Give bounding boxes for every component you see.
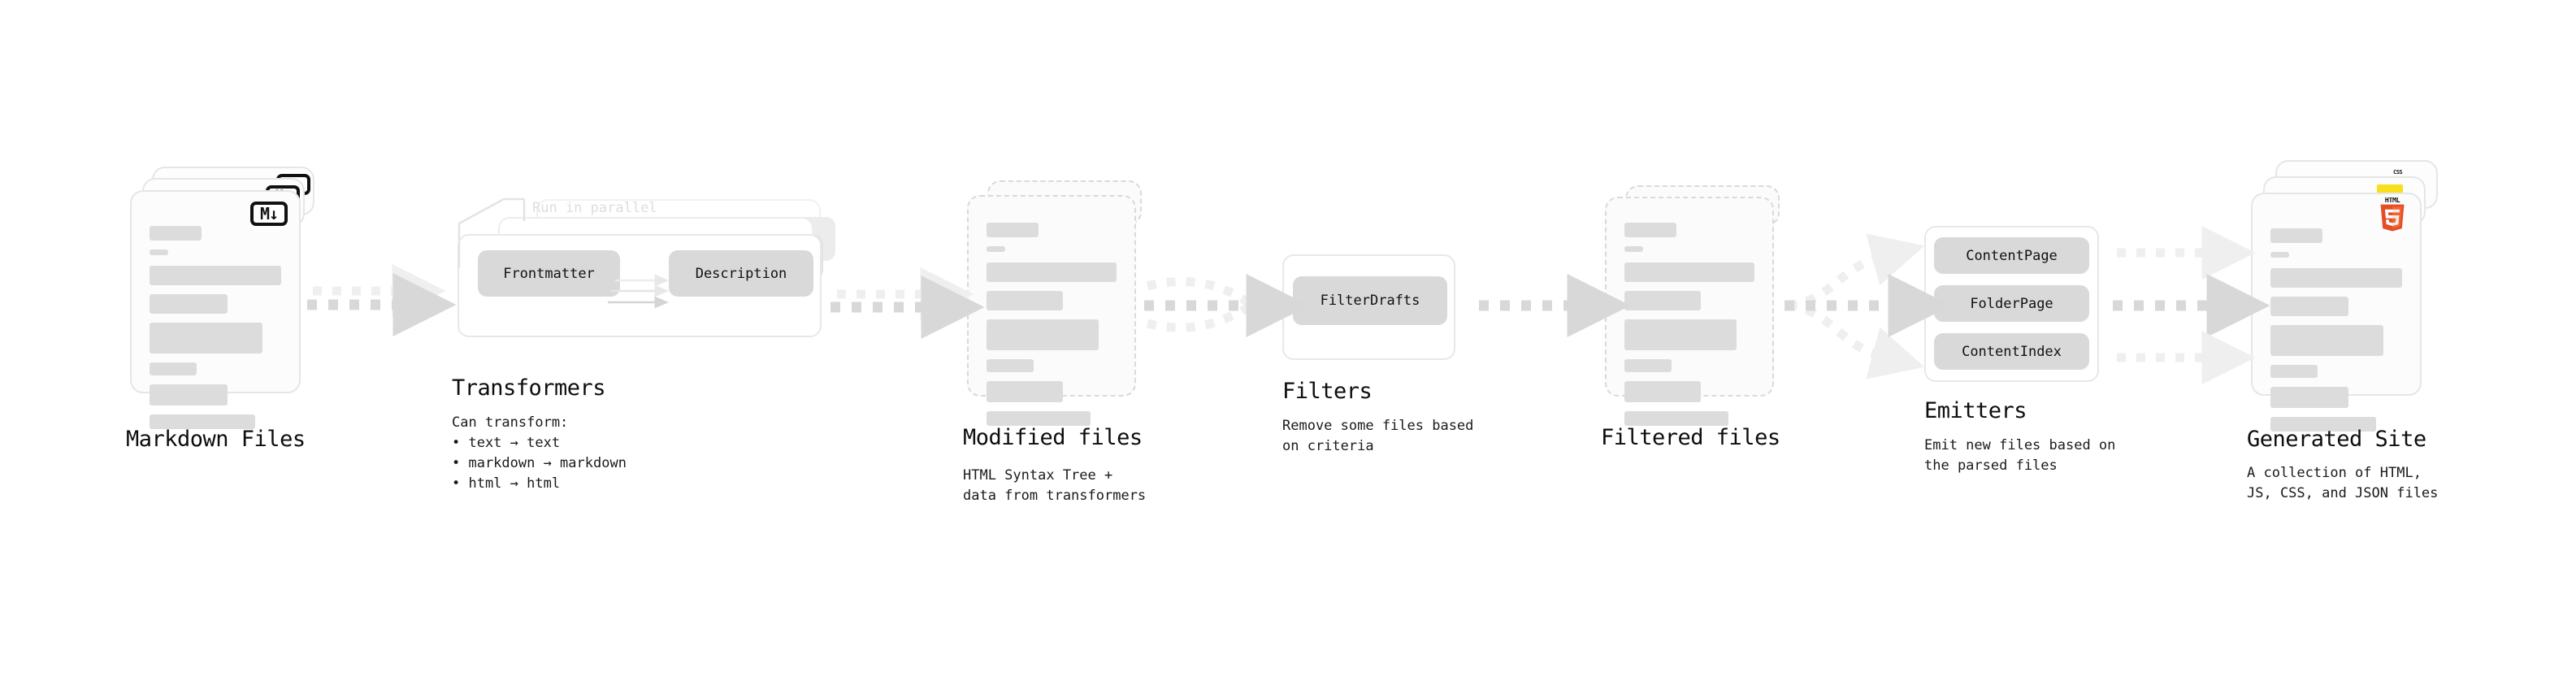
connector-modified-to-filters — [1144, 274, 1310, 337]
content-bar — [150, 294, 228, 314]
modified-file-content — [987, 223, 1117, 435]
content-bar — [150, 249, 168, 255]
content-bar — [2270, 325, 2384, 356]
content-bar — [150, 384, 228, 406]
label-markdown-files: Markdown Files — [126, 427, 306, 452]
content-bar — [987, 262, 1117, 282]
emitter-pill-contentpage[interactable]: ContentPage — [1934, 237, 2089, 274]
content-bar — [150, 323, 263, 354]
connector-emitters-to-generated — [2113, 226, 2270, 384]
css-chip-label: CSS — [2393, 169, 2403, 176]
content-bar — [150, 362, 197, 375]
emitter-pill-contentindex[interactable]: ContentIndex — [1934, 333, 2089, 370]
content-bar — [1624, 262, 1754, 282]
content-bar — [2270, 252, 2289, 258]
content-bar — [987, 359, 1034, 372]
connector-filtered-to-emitters — [1785, 233, 1952, 380]
modified-file-card-front — [967, 195, 1136, 426]
content-bar — [150, 266, 281, 285]
content-bar — [150, 414, 255, 429]
markdown-file-content — [150, 226, 281, 438]
subtitle-generated-site: A collection of HTML, JS, CSS, and JSON … — [2247, 465, 2439, 502]
connector-transformers-to-modified — [830, 267, 985, 339]
label-emitters: Emitters — [1924, 398, 2027, 423]
content-bar — [1624, 359, 1672, 372]
emitter-pill-folderpage[interactable]: FolderPage — [1934, 285, 2089, 322]
subtitle-filters: Remove some files based on criteria — [1282, 418, 1474, 455]
content-bar — [2270, 228, 2322, 243]
svg-text:HTML: HTML — [2385, 197, 2400, 204]
transformer-pill-frontmatter[interactable]: Frontmatter — [478, 250, 620, 297]
content-bar — [1624, 411, 1728, 426]
html5-badge: HTML — [2380, 197, 2405, 232]
content-bar — [1624, 246, 1643, 252]
label-generated-site: Generated Site — [2247, 427, 2426, 452]
content-bar — [1624, 319, 1737, 350]
filtered-file-content — [1624, 223, 1754, 435]
transformer-pill-description[interactable]: Description — [669, 250, 813, 297]
generated-card-front: HTML — [2251, 193, 2422, 432]
content-bar — [987, 381, 1064, 402]
content-bar — [2270, 297, 2348, 316]
markdown-file-card-front: M↓ — [130, 190, 301, 429]
content-bar — [987, 411, 1091, 426]
label-filtered-files: Filtered files — [1601, 425, 1780, 450]
content-bar — [1624, 223, 1676, 237]
content-bar — [2270, 387, 2348, 408]
label-modified-files: Modified files — [963, 425, 1143, 450]
filtered-file-card-front — [1605, 197, 1774, 426]
content-bar — [2270, 417, 2376, 432]
content-bar — [150, 226, 202, 241]
label-transformers: Transformers — [452, 375, 606, 401]
subtitle-transformers: Can transform: • text → text • markdown … — [452, 414, 627, 492]
content-bar — [1624, 381, 1702, 402]
content-bar — [1624, 291, 1702, 310]
label-filters: Filters — [1282, 379, 1373, 404]
content-bar — [987, 291, 1064, 310]
filter-pill-filterdrafts[interactable]: FilterDrafts — [1293, 276, 1447, 325]
subtitle-modified-files: HTML Syntax Tree + data from transformer… — [963, 467, 1147, 505]
content-bar — [2270, 365, 2318, 378]
content-bar — [987, 223, 1039, 237]
connector-markdown-to-transformers — [307, 264, 457, 336]
content-bar — [2270, 268, 2402, 288]
note-run-in-parallel: Run in parallel — [532, 200, 657, 216]
markdown-badge-front: M↓ — [250, 202, 288, 226]
content-bar — [987, 246, 1005, 252]
generated-file-content — [2270, 228, 2402, 440]
content-bar — [987, 319, 1099, 350]
subtitle-emitters: Emit new files based on the parsed files — [1924, 437, 2116, 475]
